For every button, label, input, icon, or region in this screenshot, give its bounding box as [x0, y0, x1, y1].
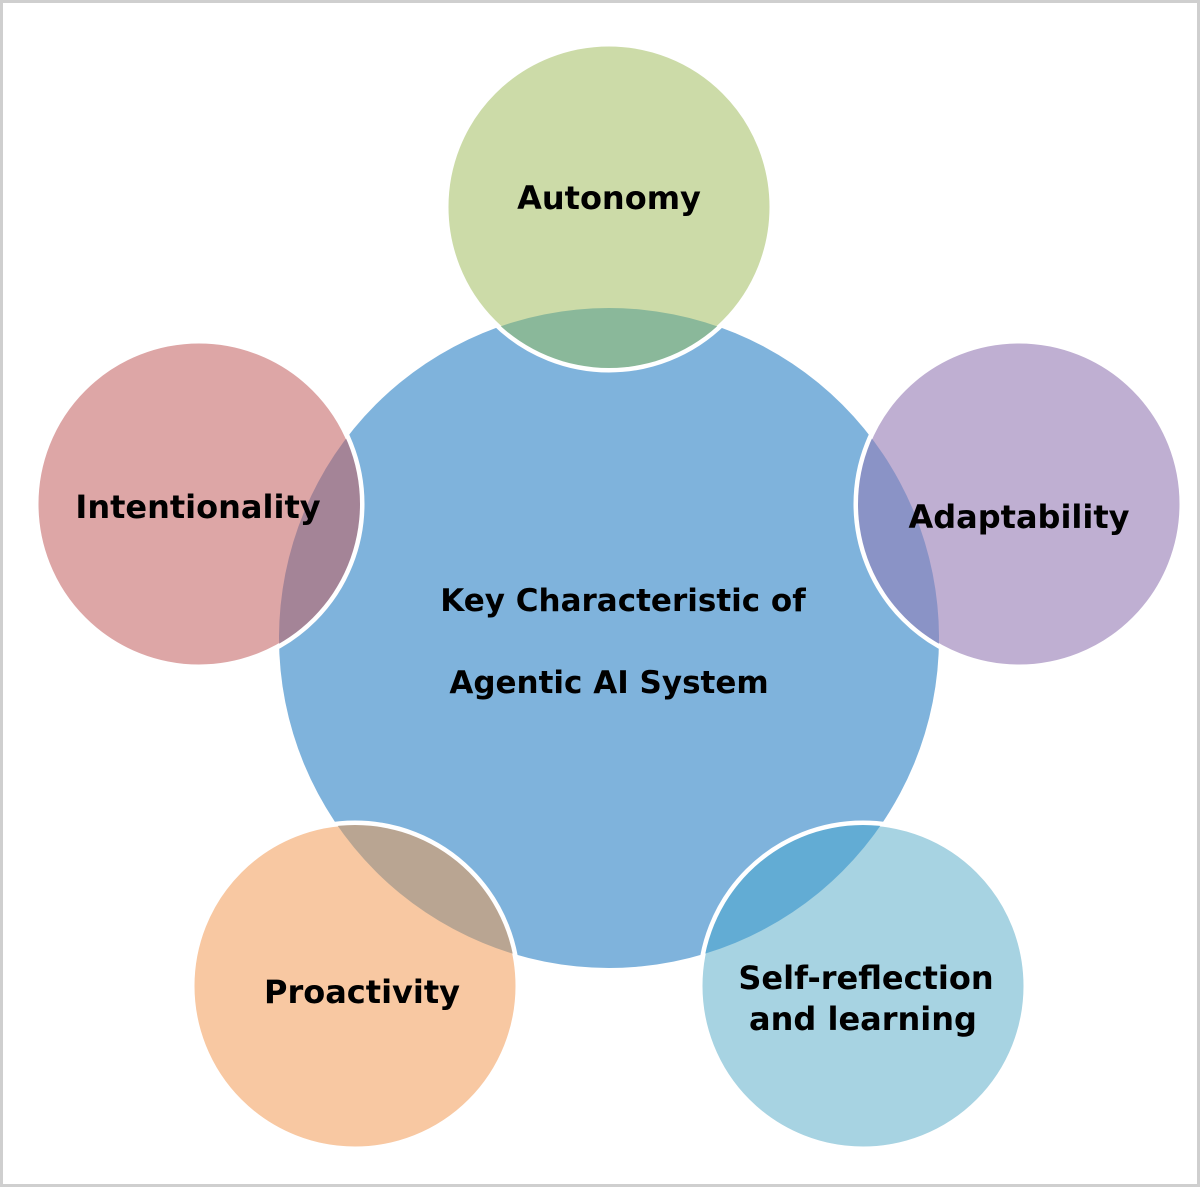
center-circle	[279, 308, 939, 968]
adaptability-label: Adaptability	[908, 498, 1129, 536]
proactivity-overlap	[279, 825, 516, 968]
intentionality-label: Intentionality	[75, 488, 320, 526]
autonomy-circle	[443, 41, 775, 373]
self-reflection-overlap	[702, 825, 939, 968]
center-title-line2: Agentic AI System	[449, 665, 768, 701]
intentionality-circle	[33, 338, 365, 670]
proactivity-label: Proactivity	[264, 973, 460, 1011]
characteristics-diagram: Key Characteristic of Agentic AI System …	[33, 41, 1185, 1152]
self-reflection-label-line2: and learning	[749, 1000, 977, 1038]
adaptability-circle	[853, 338, 1185, 670]
autonomy-label: Autonomy	[517, 179, 701, 217]
center-title-line1: Key Characteristic of	[440, 583, 806, 619]
self-reflection-label-line1: Self-reflection	[738, 959, 993, 997]
